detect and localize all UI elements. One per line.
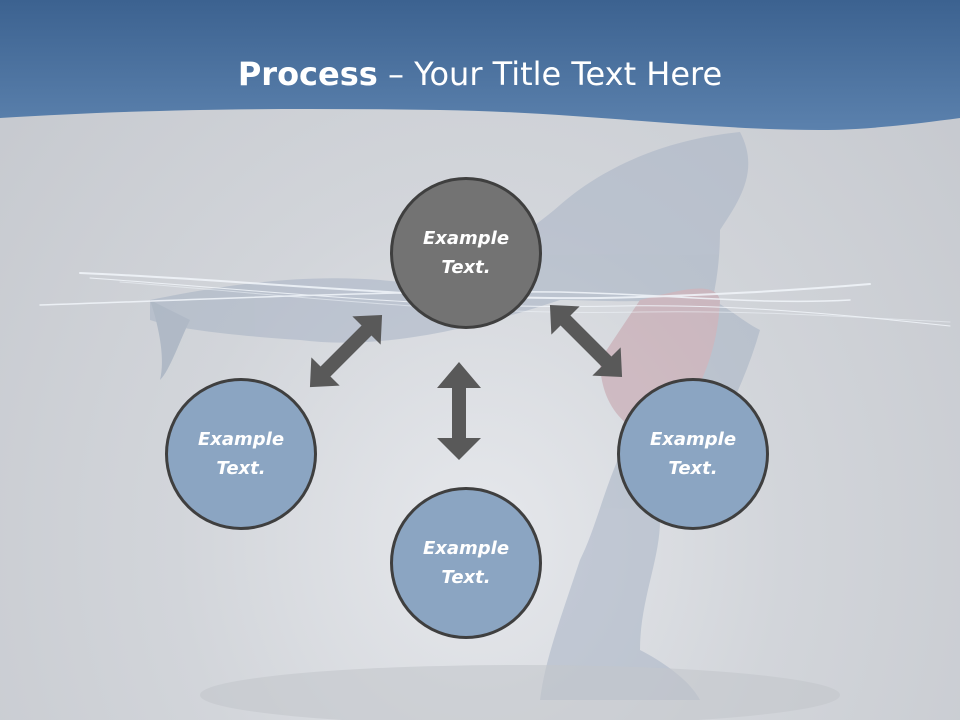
node-top: Example Text.: [390, 177, 542, 329]
title-rest: – Your Title Text Here: [377, 55, 723, 93]
double-arrow-right-diagonal: [549, 304, 623, 378]
double-arrow-left-diagonal: [309, 314, 383, 388]
floor-shadow: [200, 665, 840, 720]
double-arrow-vertical: [437, 362, 481, 460]
header-banner: [0, 0, 960, 130]
dancer-silhouette: [150, 132, 760, 700]
title-bold: Process: [237, 55, 378, 93]
node-left: Example Text.: [165, 378, 317, 530]
page-title: Process – Your Title Text Here: [0, 52, 960, 96]
node-bottom: Example Text.: [390, 487, 542, 639]
node-right: Example Text.: [617, 378, 769, 530]
